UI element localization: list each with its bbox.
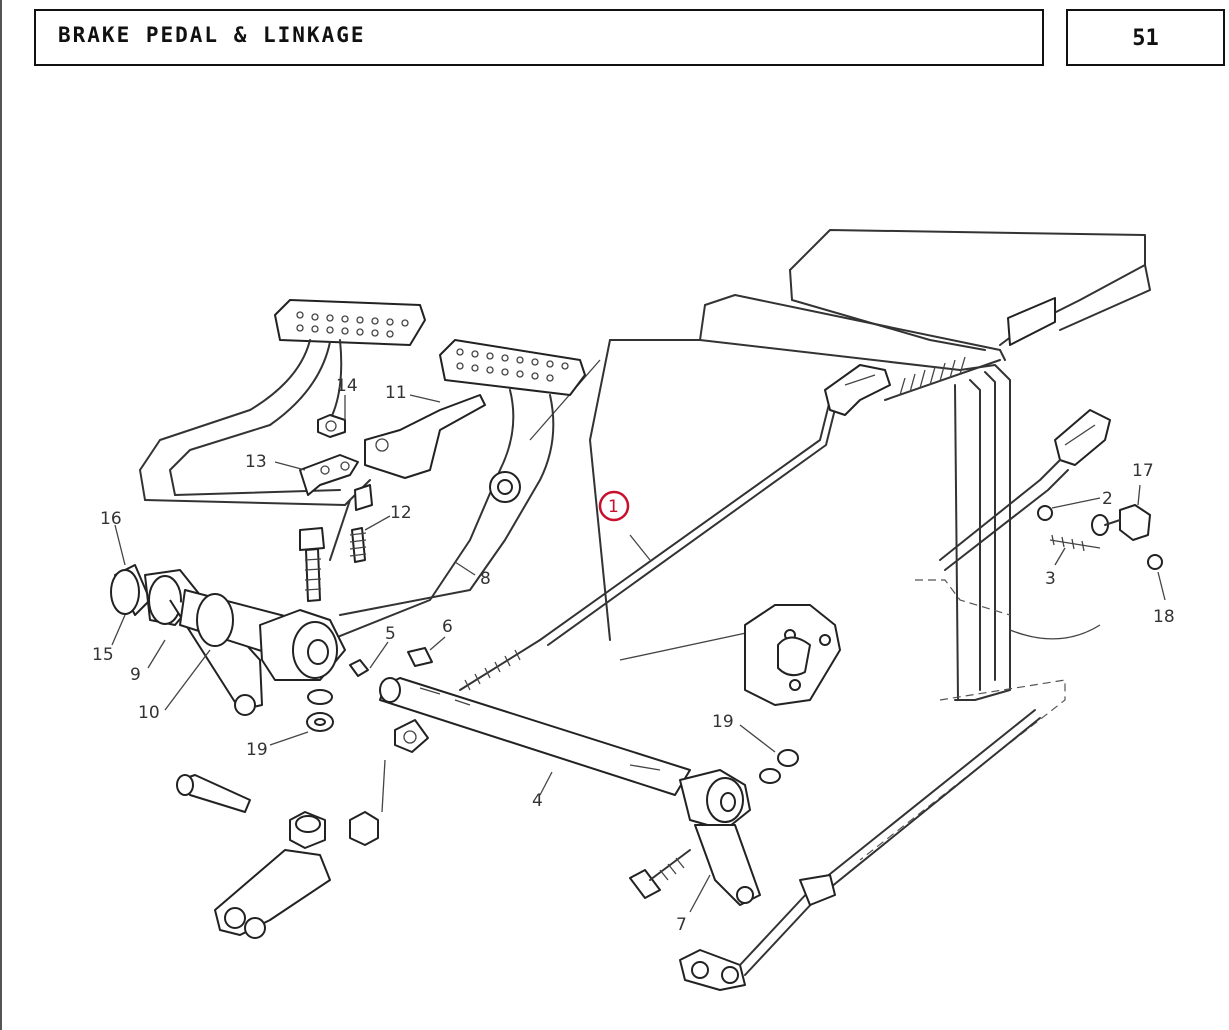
highlight-ring: [598, 490, 630, 522]
brake-pedal-left: [139, 299, 426, 506]
page-number: 51: [1132, 26, 1159, 51]
callout-5: 5: [385, 624, 396, 644]
callout-7: 7: [676, 915, 687, 935]
page-number-box: 51: [1066, 9, 1225, 66]
highlighted-callout-1: 1: [598, 490, 630, 522]
callout-2: 2: [1102, 489, 1113, 509]
callout-14: 14: [336, 376, 358, 396]
lower-linkage: [629, 709, 1041, 991]
callout-9: 9: [130, 665, 141, 685]
callout-12: 12: [390, 503, 412, 523]
callout-3: 3: [1045, 569, 1056, 589]
callout-11: 11: [385, 383, 407, 403]
callout-4: 4: [532, 791, 543, 811]
callout-13: 13: [245, 452, 267, 472]
callout-6: 6: [442, 617, 453, 637]
page-title: BRAKE PEDAL & LINKAGE: [58, 23, 366, 47]
callout-16: 16: [100, 509, 122, 529]
callout-15: 15: [92, 645, 114, 665]
callout-19-left: 19: [246, 740, 268, 760]
callout-18: 18: [1153, 607, 1175, 627]
callout-17: 17: [1132, 461, 1154, 481]
callout-19-right: 19: [712, 712, 734, 732]
brake-rod: [539, 356, 1001, 646]
small-fasteners: [306, 647, 799, 784]
title-box: BRAKE PEDAL & LINKAGE: [34, 9, 1044, 66]
callout-1: 1: [608, 497, 619, 517]
callout-10: 10: [138, 703, 160, 723]
callout-labels: 2 3 4 5 6 7 8 9 10 11 12 13 14 15 16 17 …: [92, 376, 1175, 935]
brake-pedal-right: [329, 339, 586, 641]
pedal-pivot-assembly: [110, 484, 373, 716]
callout-8: 8: [480, 569, 491, 589]
right-brake-lever: [939, 409, 1163, 571]
pedal-hardware: [299, 394, 486, 602]
page-left-edge-rule: [0, 0, 2, 1030]
lower-left-clevis: [176, 774, 379, 939]
leader-lines: [111, 394, 1166, 913]
access-cover-plate: [744, 604, 841, 706]
